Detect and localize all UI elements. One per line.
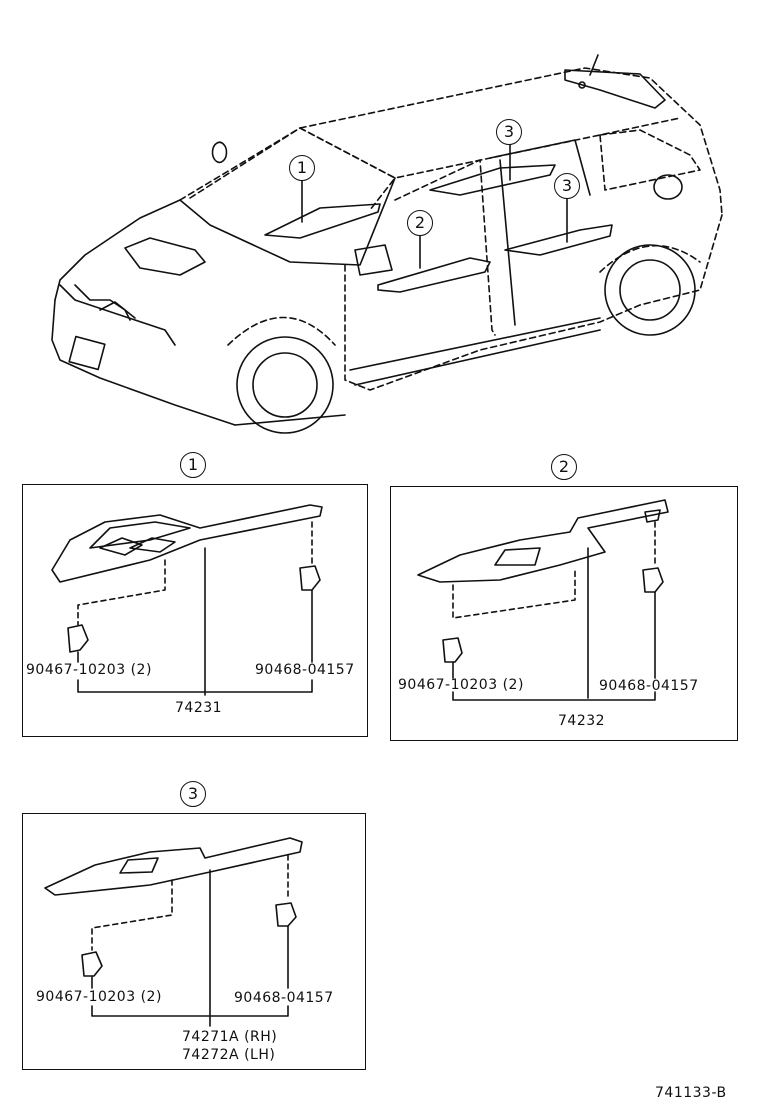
car-illustration xyxy=(51,54,723,434)
panel-2-callout: 2 xyxy=(551,454,577,480)
panel-3-assembly-rh-part: 74271A (RH) xyxy=(182,1029,278,1045)
panel-1-clip-left-part: 90467-10203 (2) xyxy=(26,662,152,678)
callout-3-car-lower[interactable]: 3 xyxy=(554,173,580,199)
panel-3-clip-right-part: 90468-04157 xyxy=(234,990,334,1006)
panel-3-frame xyxy=(22,813,366,1070)
panel-1-clip-right-part: 90468-04157 xyxy=(255,662,355,678)
panel-3-assembly-lh-part: 74272A (LH) xyxy=(182,1047,276,1063)
panel-2-clip-right-part: 90468-04157 xyxy=(599,678,699,694)
panel-3-clip-left-part: 90467-10203 (2) xyxy=(36,989,162,1005)
figure-reference-code: 741133-B xyxy=(655,1085,727,1101)
panel-1-callout: 1 xyxy=(180,452,206,478)
callout-3-car-upper[interactable]: 3 xyxy=(496,119,522,145)
callout-2-car[interactable]: 2 xyxy=(407,210,433,236)
panel-2-clip-left-part: 90467-10203 (2) xyxy=(398,677,524,693)
panel-2-assembly-part: 74232 xyxy=(558,713,606,729)
panel-2-frame xyxy=(390,486,738,741)
callout-1-car[interactable]: 1 xyxy=(289,155,315,181)
panel-3-callout: 3 xyxy=(180,781,206,807)
panel-1-frame xyxy=(22,484,368,737)
panel-1-assembly-part: 74231 xyxy=(175,700,223,716)
